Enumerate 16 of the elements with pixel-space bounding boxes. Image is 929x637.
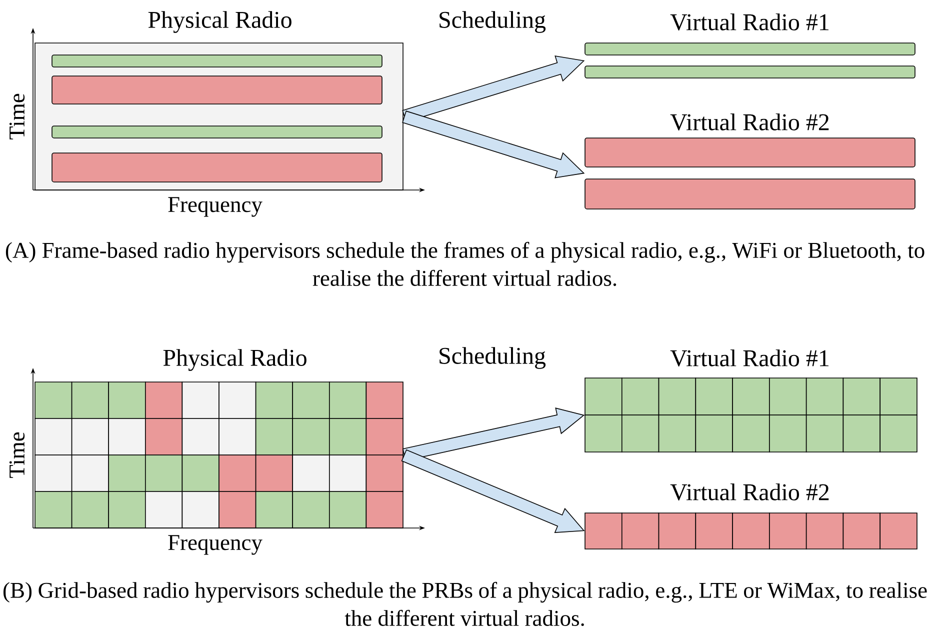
figure-caption: (A) Frame-based radio hypervisors schedule the frames of a physical radio, e.g., WiFi or Bluetooth, to realise the different virtual radios. bbox=[6, 242, 924, 286]
block-arrow bbox=[401, 449, 585, 533]
axis-label: Time bbox=[9, 94, 25, 140]
panel-heading: Virtual Radio #2 bbox=[670, 113, 829, 130]
panel-heading: Physical Radio bbox=[148, 11, 292, 33]
panel-heading: Virtual Radio #1 bbox=[670, 13, 828, 30]
panel-heading: Virtual Radio #1 bbox=[670, 349, 828, 366]
step-label: Scheduling bbox=[440, 11, 546, 33]
panel-heading: Physical Radio bbox=[163, 349, 306, 371]
step-label: Scheduling bbox=[440, 347, 546, 369]
axis-label: Frequency bbox=[168, 535, 262, 555]
block-arrow bbox=[402, 110, 585, 178]
figure-caption: (B) Grid-based radio hypervisors schedule the PRBs of a physical radio, e.g., LTE or WiMax, to realise the different virtual radios. bbox=[4, 582, 927, 626]
axis-label: Time bbox=[9, 432, 25, 478]
panel-heading: Virtual Radio #2 bbox=[670, 483, 829, 500]
axis-label: Frequency bbox=[168, 197, 262, 217]
